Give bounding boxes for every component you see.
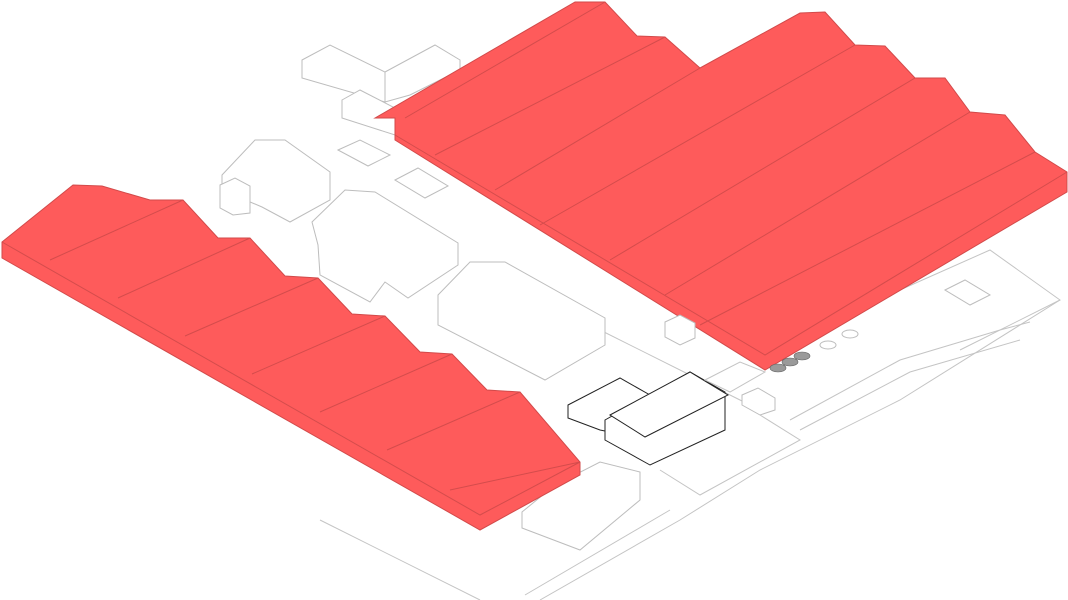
car-icon [819, 340, 837, 350]
highlighted-building-left [1, 184, 581, 531]
context-house [311, 189, 459, 303]
car-icon [793, 351, 811, 361]
pedestrian-crossing [703, 361, 767, 393]
focus-building-roof [609, 371, 730, 438]
car-icon [841, 329, 859, 339]
focus-building [567, 361, 767, 466]
context-house [219, 177, 251, 216]
context-building [301, 44, 386, 103]
truck-icon [741, 387, 776, 416]
highlighted-building-right [373, 1, 1068, 371]
car-icon [781, 357, 799, 367]
roof-ridge [394, 1, 1068, 356]
shed [393, 167, 450, 199]
pad [943, 279, 992, 306]
car-icon [769, 363, 787, 373]
road-edge [524, 509, 671, 596]
roof-ridge [1, 199, 581, 516]
path [319, 519, 481, 600]
vehicles [664, 314, 859, 416]
site-lines [319, 249, 1061, 600]
plaza-outline [659, 414, 801, 496]
context-buildings [219, 44, 641, 551]
road-edge [799, 339, 1021, 431]
context-hall [437, 261, 606, 381]
road-edge [789, 321, 1031, 421]
road-edge [539, 299, 1061, 600]
shed [336, 139, 392, 167]
plot-boundary [899, 249, 1061, 351]
truck-icon [664, 314, 696, 346]
